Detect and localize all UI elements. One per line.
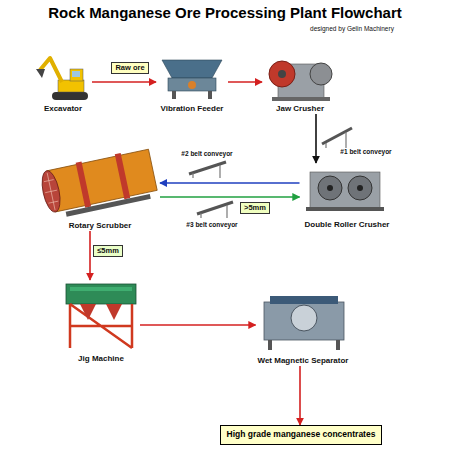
rotary-scrubber-picture-part [76,161,91,207]
jig-machine-picture-part [106,304,122,320]
excavator-picture-part [36,69,45,78]
double-roller-crusher-picture-part [306,207,384,211]
flow-arrow [89,231,91,280]
machine-node: Double Roller Crusher [300,163,395,230]
vibration-feeder-picture [162,60,222,99]
wet-magnetic-separator-picture-part [336,340,340,350]
wet-magnetic-separator-picture-part [291,305,317,331]
jig-machine-picture-part [70,304,132,348]
double-roller-crusher-picture-part [318,176,342,200]
product-label: High grade manganese concentrates [227,430,376,440]
jig-machine-picture-part [66,284,136,304]
wet-magnetic-separator-picture [264,296,344,350]
belt-conveyor-picture [197,202,233,218]
flow-arrow [140,324,256,326]
flow-arrow [228,81,262,83]
machine-node: Wet Magnetic Separator [256,288,351,366]
jig-machine-picture [66,284,136,348]
machine-caption: Jig Machine [78,355,124,364]
machine-node: Excavator [34,50,92,114]
belt-conveyor-picture-part [192,173,193,178]
wet-magnetic-separator-picture-part [264,302,344,340]
jaw-crusher-picture-part [269,61,295,87]
rotary-scrubber-picture [38,147,158,220]
vibration-feeder-picture-part [188,81,196,89]
rotary-scrubber-picture-part [39,169,63,213]
flow-arrow [160,196,300,198]
vibration-feeder-picture-part [162,60,222,78]
vibration-feeder-picture-part [208,91,212,99]
jaw-crusher-picture [269,61,332,101]
machine-caption: Wet Magnetic Separator [258,357,349,366]
double-roller-crusher-picture-part [357,185,363,191]
conveyor-label: #2 belt conveyor [181,150,232,157]
jaw-crusher-picture-part [272,97,330,101]
diagram-title: Rock Manganese Ore Processing Plant Flow… [48,5,401,22]
machine-node: Vibration Feeder [156,55,228,114]
belt-conveyor-picture-part [322,128,352,144]
machine-node: Jig Machine [62,280,140,364]
vibration-feeder-picture-part [168,78,216,91]
rotary-scrubber-picture-part [115,153,130,199]
jaw-crusher-picture-part [278,70,286,78]
excavator-picture-part [72,71,80,77]
machine-caption: Jaw Crusher [276,105,324,114]
machine-caption: Excavator [44,105,82,114]
excavator-picture [36,58,88,100]
wet-magnetic-separator-picture-part [268,340,272,350]
belt-conveyor-picture [189,162,226,178]
excavator-picture-part [52,92,88,100]
flow-arrow [92,81,156,83]
flow-arrow [315,114,317,163]
belt-conveyor-picture-part [197,202,233,214]
wet-magnetic-separator-picture-part [270,296,338,304]
flow-arrow [299,366,301,425]
machine-caption: Rotary Scrubber [69,222,132,231]
jaw-crusher-picture-part [310,63,332,85]
machine-caption: Vibration Feeder [161,105,224,114]
designer-note: designed by Gelin Machinery [310,25,394,32]
machine-node: Rotary Scrubber [40,143,160,231]
jig-machine-picture-part [80,304,96,320]
belt-conveyor-picture-part [200,213,201,218]
conveyor-label: #1 belt conveyor [340,148,391,155]
belt-conveyor-picture [322,128,352,148]
edge-label: ≤5mm [93,245,123,257]
belt-conveyor-picture-part [325,143,326,148]
double-roller-crusher-picture-part [327,185,333,191]
edge-label: >5mm [240,202,270,214]
product-box: High grade manganese concentrates [220,425,383,445]
flow-arrow [160,182,300,184]
belt-conveyor-picture-part [226,205,227,218]
jig-machine-picture-part [70,287,132,291]
belt-conveyor-picture-part [219,165,220,178]
edge-label: Raw ore [111,62,148,74]
machine-caption: Double Roller Crusher [305,221,390,230]
rotary-scrubber-picture-part [41,172,61,212]
belt-conveyor-picture-part [345,132,346,148]
rotary-scrubber-picture-part [47,149,157,212]
double-roller-crusher-picture-part [310,172,380,208]
vibration-feeder-picture-part [172,91,176,99]
rotary-scrubber-picture-part [66,194,151,217]
conveyor-label: #3 belt conveyor [186,221,237,228]
double-roller-crusher-picture-part [348,176,372,200]
excavator-picture-part [70,69,83,81]
machine-node: Jaw Crusher [262,52,338,114]
double-roller-crusher-picture [306,172,384,211]
